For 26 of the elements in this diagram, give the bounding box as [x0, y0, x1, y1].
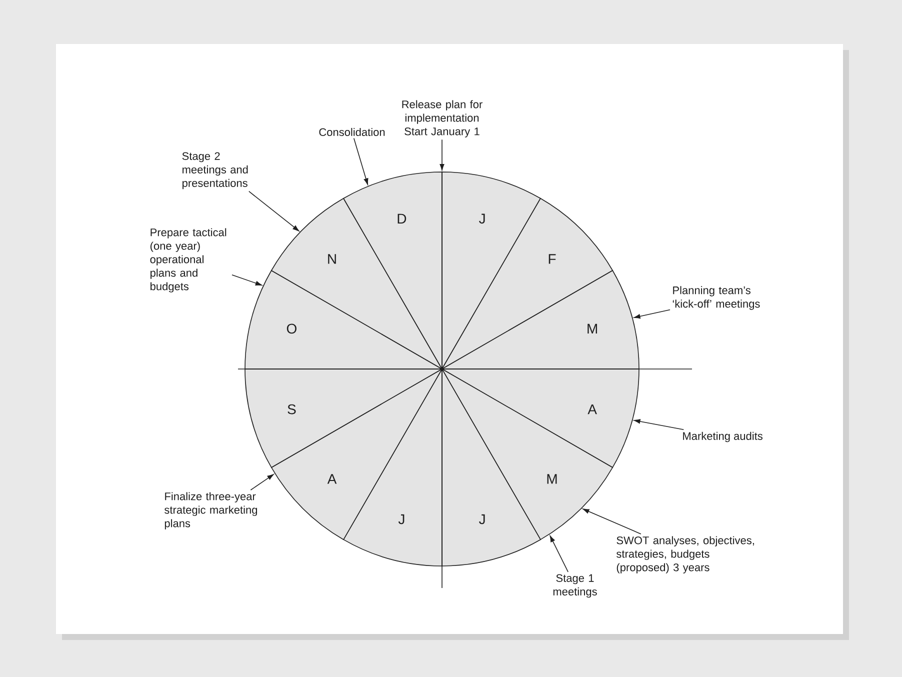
annotation-text: Planning team’s ‘kick-off’ meetings — [672, 286, 760, 310]
annotation-text: Finalize three-year strategic marketing plans — [164, 492, 258, 530]
month-sector: A — [442, 368, 640, 468]
arrow — [634, 419, 684, 430]
month-sector: J — [442, 172, 541, 370]
month-sector: D — [343, 172, 442, 370]
month-sector: S — [244, 368, 442, 468]
annotation-text: Release plan for implementation Start January 1 — [402, 100, 482, 138]
month-sector: J — [442, 368, 541, 566]
arrow — [250, 474, 274, 490]
annotation-text: SWOT analyses, objectives, strategies, budgets (proposed) 3 years — [616, 536, 754, 574]
arrow — [232, 274, 262, 286]
arrow — [248, 190, 300, 232]
month-sector: M — [442, 270, 640, 370]
month-sector: J — [343, 368, 442, 566]
annotation-text: Prepare tactical (one year) operational plans and budgets — [150, 228, 226, 292]
arrow — [582, 508, 642, 534]
annotation-text: Marketing audits — [683, 432, 762, 442]
annotation-text: Consolidation — [319, 128, 385, 136]
arrow — [440, 139, 444, 170]
arrow — [550, 536, 568, 572]
arrow — [353, 138, 368, 185]
month-sector: O — [244, 270, 442, 370]
annotation-text: Stage 1 meetings — [553, 574, 597, 598]
arrow — [634, 309, 670, 319]
annotation-text: Stage 2 meetings and presentations — [182, 152, 248, 190]
